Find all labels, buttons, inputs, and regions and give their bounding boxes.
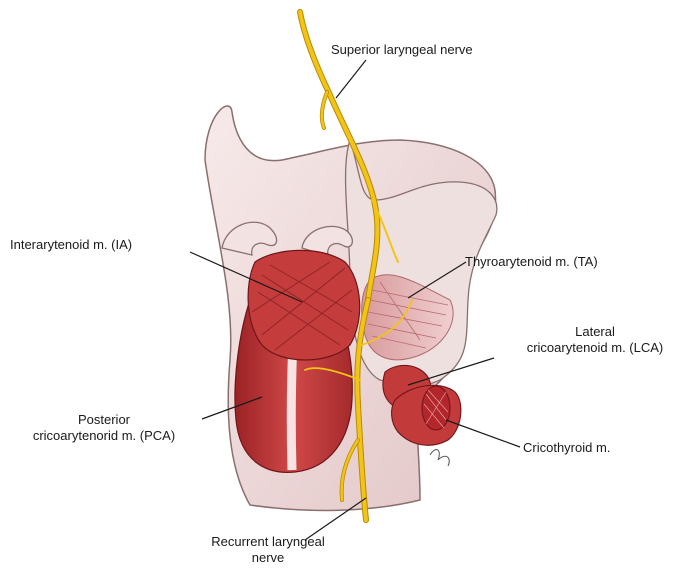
label-recurrent-laryngeal-nerve-line2: nerve <box>178 550 358 566</box>
label-posterior-cricoarytenoid-line1: Posterior <box>6 412 202 428</box>
leader-cricothyroid <box>446 420 520 447</box>
label-cricothyroid: Cricothyroid m. <box>523 440 610 456</box>
label-interarytenoid: Interarytenoid m. (IA) <box>10 237 132 253</box>
label-lateral-cricoarytenoid-line2: cricoarytenoid m. (LCA) <box>496 340 694 356</box>
artist-signature <box>430 450 449 466</box>
leader-superior-laryngeal-nerve <box>336 60 366 98</box>
interarytenoid-muscle <box>248 250 360 360</box>
label-thyroarytenoid: Thyroarytenoid m. (TA) <box>465 254 598 270</box>
label-recurrent-laryngeal-nerve: Recurrent laryngeal nerve <box>178 534 358 566</box>
label-recurrent-laryngeal-nerve-line1: Recurrent laryngeal <box>178 534 358 550</box>
label-posterior-cricoarytenoid-line2: cricoarytenorid m. (PCA) <box>6 428 202 444</box>
label-lateral-cricoarytenoid: Lateral cricoarytenoid m. (LCA) <box>496 324 694 356</box>
label-lateral-cricoarytenoid-line1: Lateral <box>496 324 694 340</box>
label-posterior-cricoarytenoid: Posterior cricoarytenorid m. (PCA) <box>6 412 202 444</box>
label-superior-laryngeal-nerve: Superior laryngeal nerve <box>331 42 473 58</box>
